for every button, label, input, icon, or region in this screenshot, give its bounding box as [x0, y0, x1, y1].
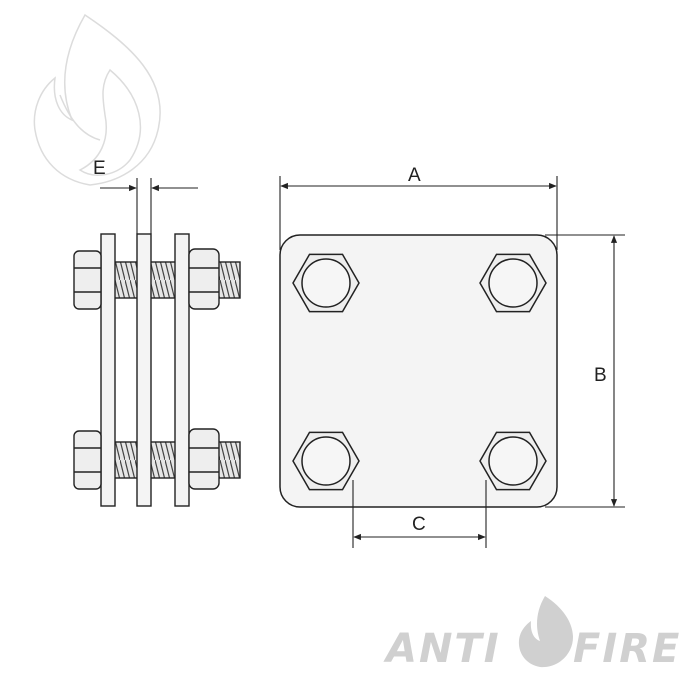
- front-bolt-bottom-left: [292, 431, 360, 491]
- bolt-head-bottom: [73, 430, 102, 490]
- dimension-label-c: C: [412, 514, 426, 535]
- front-plate: [279, 234, 558, 508]
- nut-bottom: [188, 428, 220, 490]
- dimension-label-b: B: [594, 365, 607, 386]
- dimension-e: [100, 178, 198, 234]
- front-bolt-bottom-right: [479, 431, 547, 491]
- brand-text-fire: FIRE: [573, 626, 681, 672]
- side-view: [73, 233, 241, 507]
- dimension-b: [545, 234, 625, 508]
- flame-logo-icon: [518, 596, 573, 668]
- front-bolt-top-left: [292, 253, 360, 313]
- dimension-label-a: A: [408, 165, 421, 186]
- dimension-c: [352, 480, 487, 548]
- flame-watermark-icon: [33, 13, 161, 186]
- side-plate-1: [100, 233, 116, 507]
- side-plate-3: [174, 233, 190, 507]
- bottom-threaded-rod: [107, 441, 241, 479]
- nut-top: [188, 248, 220, 310]
- top-threaded-rod: [107, 261, 241, 299]
- dimension-label-e: E: [93, 158, 106, 179]
- dimension-a: [279, 176, 558, 250]
- bolt-head-top: [73, 250, 102, 310]
- side-plate-2: [136, 233, 152, 507]
- front-bolt-top-right: [479, 253, 547, 313]
- front-view: [279, 234, 558, 508]
- brand-text-anti: ANTI: [383, 626, 501, 672]
